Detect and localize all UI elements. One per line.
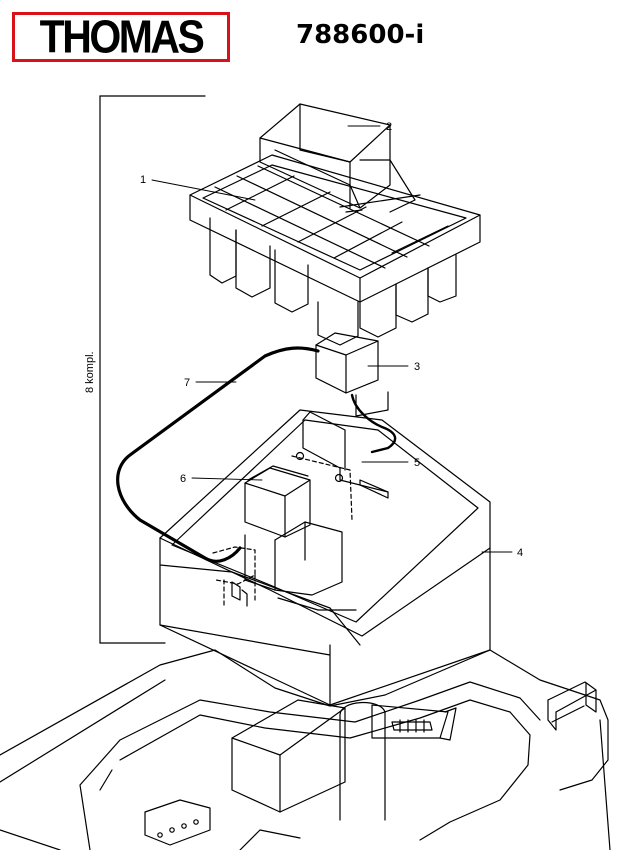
cable [116, 346, 397, 563]
storage-bin [159, 409, 491, 706]
callout-1: 1 [140, 174, 146, 186]
logo-frame: THOMAS [15, 10, 227, 63]
thomas-logo: THOMAS [12, 12, 230, 62]
chute-funnel [315, 332, 389, 417]
sensor-box [244, 465, 311, 538]
leader-lines [151, 125, 513, 553]
part-number: 788600-i [296, 20, 425, 50]
callout-6: 6 [180, 473, 186, 485]
ice-scoop [259, 103, 416, 213]
callout-5: 5 [414, 457, 420, 469]
wire-bracket [295, 411, 389, 499]
grid-tray [189, 154, 481, 346]
assembly-bracket [99, 95, 206, 644]
assembly-label: 8 kompl. [84, 351, 96, 393]
logo-text: THOMAS [39, 10, 205, 63]
ice-machine-base [0, 649, 611, 850]
callout-3: 3 [414, 361, 420, 373]
callout-2: 2 [386, 121, 392, 133]
callout-7: 7 [184, 377, 190, 389]
callout-4: 4 [517, 547, 523, 559]
